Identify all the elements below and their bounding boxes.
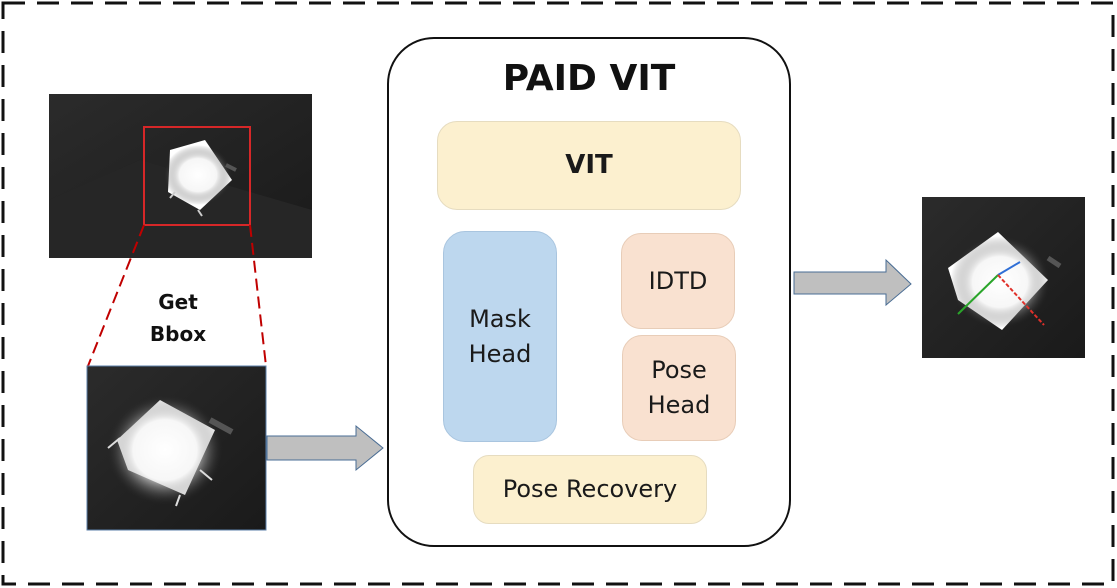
vit-block-label: VIT [565,149,613,180]
output-pose-image [922,197,1085,358]
input-image [49,94,312,258]
bbox-connector-left [87,224,145,367]
idtd-label: IDTD [648,266,708,295]
pose-head-label: Pose Head [647,356,711,419]
cropped-image [86,365,267,531]
mask-head-block: Mask Head [443,231,557,442]
get-bbox-label: Get Bbox [149,290,207,346]
pose-head-block: Pose Head [622,335,736,441]
bbox-connector-right [249,224,267,367]
bbox-rectangle [143,126,251,226]
arrow-to-vit [266,424,384,472]
pose-recovery-block: Pose Recovery [473,455,707,524]
pose-recovery-label: Pose Recovery [502,475,678,504]
vit-block: VIT [437,121,741,210]
arrow-to-output [793,258,912,307]
diagram-title: PAID VIT [502,58,676,99]
mask-head-label: Mask Head [468,304,532,368]
idtd-block: IDTD [621,233,735,329]
